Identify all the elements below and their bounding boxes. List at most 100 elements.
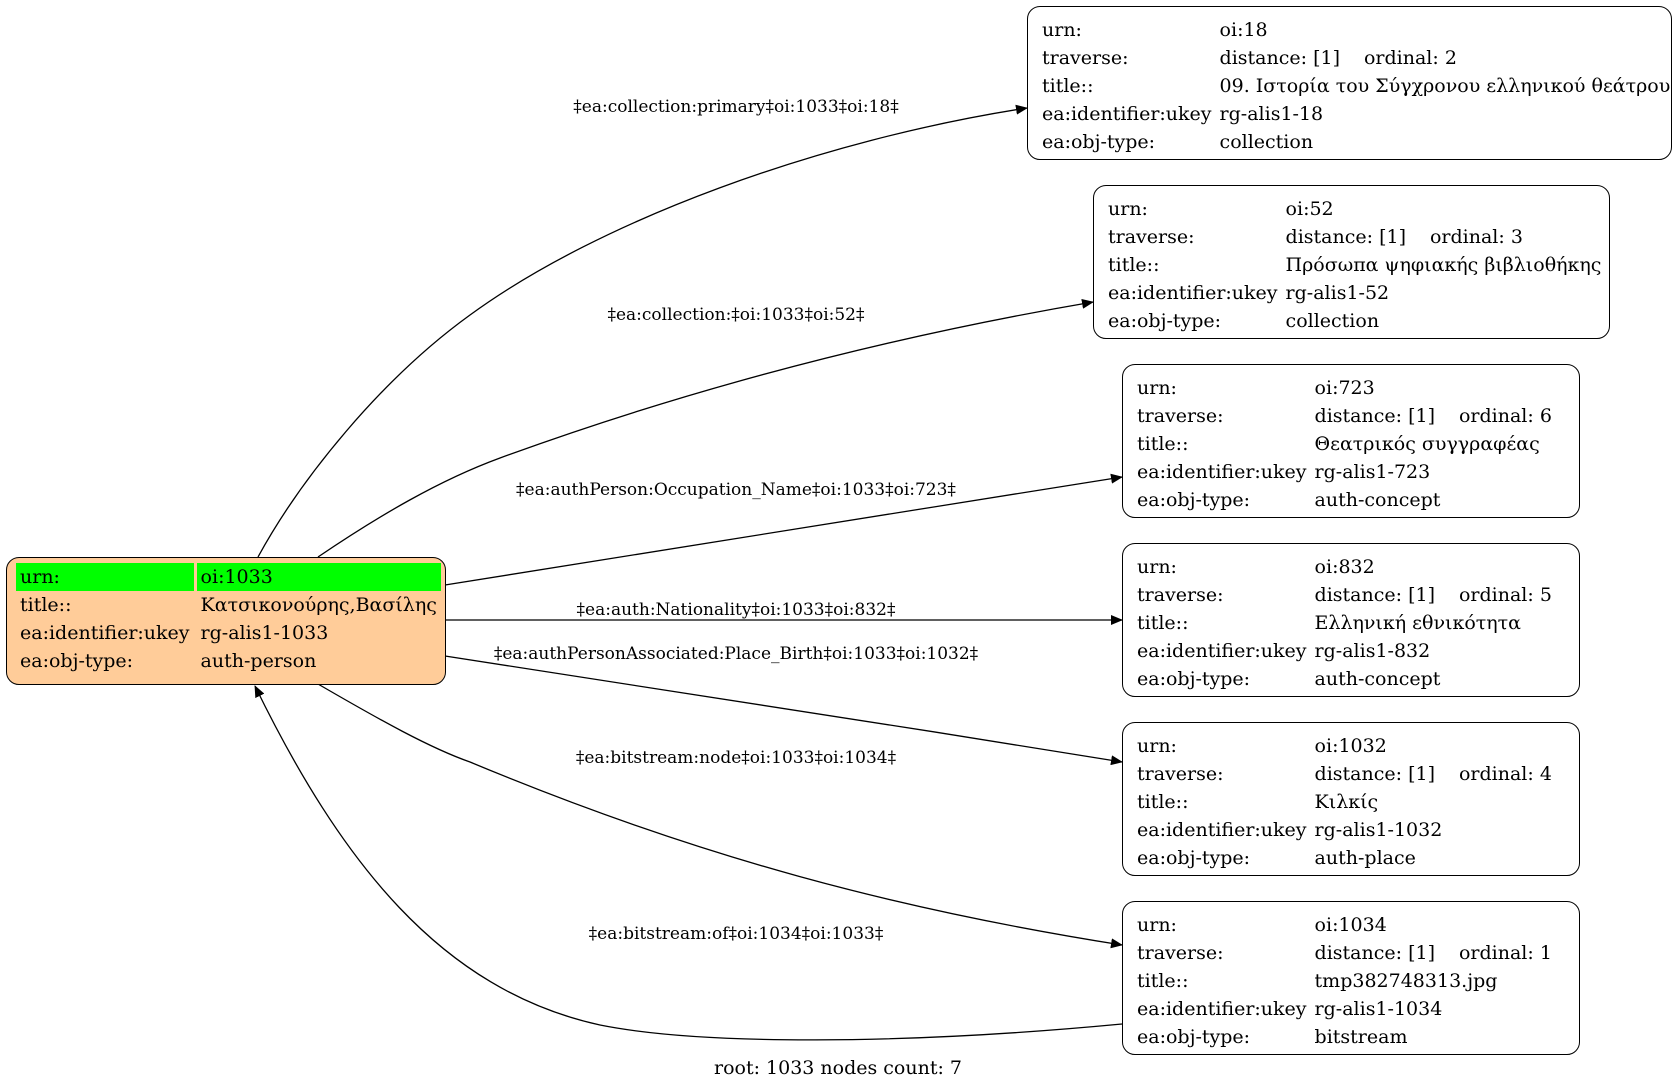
node-traverse-key: traverse: xyxy=(1137,405,1224,427)
node-traverse-key: traverse: xyxy=(1137,763,1224,785)
node-urn-value: oi:1034 xyxy=(1314,914,1387,936)
node-oi-1034: urn: oi:1034 traverse: distance: [1] ordina… xyxy=(1122,901,1580,1055)
root-urn-key: urn: xyxy=(16,563,194,591)
node-ukey-value: rg-alis1-52 xyxy=(1285,282,1390,304)
node-ukey-key: ea:identifier:ukey xyxy=(1137,461,1307,483)
root-type-value: auth-person xyxy=(200,650,317,672)
node-urn-value: oi:723 xyxy=(1314,377,1375,399)
node-traverse-key: traverse: xyxy=(1137,942,1224,964)
node-ukey-key: ea:identifier:ukey xyxy=(1108,282,1278,304)
node-ukey-value: rg-alis1-18 xyxy=(1219,103,1324,125)
edge-place-birth xyxy=(444,655,1123,766)
root-ukey-value: rg-alis1-1033 xyxy=(200,622,329,644)
node-title-value: Κιλκίς xyxy=(1314,791,1379,813)
edge-label: ‡ea:authPersonAssociated:Place_Birth‡oi:… xyxy=(494,644,979,664)
node-title-value: tmp382748313.jpg xyxy=(1314,970,1498,992)
edge-label: ‡ea:collection:‡oi:1033‡oi:52‡ xyxy=(607,305,865,325)
node-traverse-key: traverse: xyxy=(1137,584,1224,606)
node-oi-832: urn: oi:832 traverse: distance: [1] ordinal… xyxy=(1122,543,1580,697)
node-ukey-value: rg-alis1-1034 xyxy=(1314,998,1443,1020)
node-ordinal: ordinal: 3 xyxy=(1429,226,1523,248)
edge-collection xyxy=(317,298,1094,558)
edge-collection-primary xyxy=(257,104,1028,558)
edge-label: ‡ea:bitstream:node‡oi:1033‡oi:1034‡ xyxy=(576,748,897,768)
node-title-value: Πρόσωπα ψηφιακής βιβλιοθήκης xyxy=(1285,254,1602,276)
node-urn-key: urn: xyxy=(1137,377,1177,399)
node-urn-value: oi:1032 xyxy=(1314,735,1387,757)
node-ukey-value: rg-alis1-832 xyxy=(1314,640,1431,662)
node-type-key: ea:obj-type: xyxy=(1137,847,1251,869)
node-ukey-key: ea:identifier:ukey xyxy=(1137,640,1307,662)
node-urn-key: urn: xyxy=(1137,556,1177,578)
node-type-value: auth-place xyxy=(1314,847,1416,869)
node-title-key: title:: xyxy=(1137,612,1189,634)
node-distance: distance: [1] xyxy=(1314,763,1435,785)
root-row-title: title:: Κατσικονούρης,Βασίλης xyxy=(16,591,441,619)
edge-bitstream-node xyxy=(317,683,1123,949)
edge-label: ‡ea:auth:Nationality‡oi:1033‡oi:832‡ xyxy=(577,600,896,620)
node-title-key: title:: xyxy=(1137,791,1189,813)
node-oi-1032: urn: oi:1032 traverse: distance: [1] ordina… xyxy=(1122,722,1580,876)
node-type-value: collection xyxy=(1219,131,1314,153)
node-ordinal: ordinal: 5 xyxy=(1458,584,1552,606)
node-distance: distance: [1] xyxy=(1314,942,1435,964)
node-title-value: Θεατρικός συγγραφέας xyxy=(1314,433,1540,455)
edge-bitstream-of xyxy=(254,685,1123,1041)
node-oi-723: urn: oi:723 traverse: distance: [1] ordinal… xyxy=(1122,364,1580,518)
node-distance: distance: [1] xyxy=(1285,226,1406,248)
node-ukey-value: rg-alis1-1032 xyxy=(1314,819,1443,841)
node-type-value: auth-concept xyxy=(1314,489,1441,511)
root-node: urn: oi:1033 title:: Κατσικονούρης,Βασίλ… xyxy=(6,557,446,685)
root-row-type: ea:obj-type: auth-person xyxy=(16,647,441,675)
graph-footer: root: 1033 nodes count: 7 xyxy=(713,1057,963,1079)
root-title-key: title:: xyxy=(20,594,72,616)
edge-occupation xyxy=(444,473,1123,586)
node-ordinal: ordinal: 6 xyxy=(1458,405,1552,427)
edge-label: ‡ea:bitstream:of‡oi:1034‡oi:1033‡ xyxy=(589,924,884,944)
edge-label: ‡ea:collection:primary‡oi:1033‡oi:18‡ xyxy=(573,97,899,117)
node-urn-key: urn: xyxy=(1137,735,1177,757)
node-type-value: collection xyxy=(1285,310,1380,332)
root-type-key: ea:obj-type: xyxy=(20,650,134,672)
node-urn-value: oi:832 xyxy=(1314,556,1375,578)
root-urn-value: oi:1033 xyxy=(196,563,441,591)
node-distance: distance: [1] xyxy=(1219,47,1340,69)
node-title-value: 09. Ιστορία του Σύγχρονου ελληνικού θεάτ… xyxy=(1219,75,1671,97)
node-ordinal: ordinal: 4 xyxy=(1458,763,1552,785)
node-ordinal: ordinal: 1 xyxy=(1458,942,1552,964)
node-ukey-value: rg-alis1-723 xyxy=(1314,461,1431,483)
node-title-key: title:: xyxy=(1042,75,1094,97)
node-distance: distance: [1] xyxy=(1314,584,1435,606)
node-type-key: ea:obj-type: xyxy=(1042,131,1156,153)
root-ukey-key: ea:identifier:ukey xyxy=(20,622,190,644)
root-title-value: Κατσικονούρης,Βασίλης xyxy=(200,594,437,616)
node-urn-key: urn: xyxy=(1108,198,1148,220)
root-row-ukey: ea:identifier:ukey rg-alis1-1033 xyxy=(16,619,441,647)
node-type-value: bitstream xyxy=(1314,1026,1408,1048)
node-type-key: ea:obj-type: xyxy=(1137,489,1251,511)
node-traverse-key: traverse: xyxy=(1042,47,1129,69)
node-urn-key: urn: xyxy=(1042,19,1082,41)
node-ordinal: ordinal: 2 xyxy=(1363,47,1457,69)
node-urn-value: oi:18 xyxy=(1219,19,1268,41)
node-title-key: title:: xyxy=(1108,254,1160,276)
node-type-key: ea:obj-type: xyxy=(1137,1026,1251,1048)
node-title-value: Ελληνική εθνικότητα xyxy=(1314,612,1522,634)
node-urn-value: oi:52 xyxy=(1285,198,1334,220)
root-row-urn: urn: oi:1033 xyxy=(16,563,441,591)
node-traverse-key: traverse: xyxy=(1108,226,1195,248)
node-type-value: auth-concept xyxy=(1314,668,1441,690)
node-ukey-key: ea:identifier:ukey xyxy=(1042,103,1212,125)
node-oi-18: urn: oi:18 traverse: distance: [1] ordinal:… xyxy=(1027,6,1672,160)
node-distance: distance: [1] xyxy=(1314,405,1435,427)
node-ukey-key: ea:identifier:ukey xyxy=(1137,819,1307,841)
node-title-key: title:: xyxy=(1137,433,1189,455)
node-title-key: title:: xyxy=(1137,970,1189,992)
node-ukey-key: ea:identifier:ukey xyxy=(1137,998,1307,1020)
node-oi-52: urn: oi:52 traverse: distance: [1] ordinal:… xyxy=(1093,185,1610,339)
node-urn-key: urn: xyxy=(1137,914,1177,936)
edge-label: ‡ea:authPerson:Occupation_Name‡oi:1033‡o… xyxy=(516,480,956,500)
node-type-key: ea:obj-type: xyxy=(1137,668,1251,690)
node-type-key: ea:obj-type: xyxy=(1108,310,1222,332)
